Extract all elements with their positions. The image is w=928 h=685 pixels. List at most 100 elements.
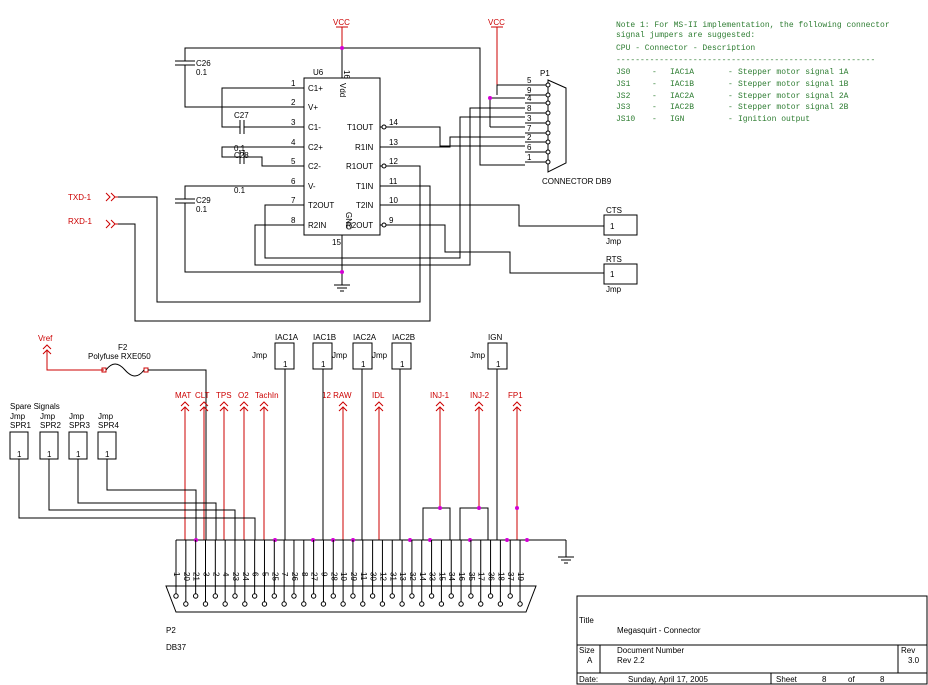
svg-text:SPR2: SPR2: [40, 421, 61, 430]
svg-text:R1OUT: R1OUT: [346, 162, 373, 171]
net-rxd: RXD-1: [68, 217, 118, 229]
db37-pin-number: 19: [516, 572, 525, 581]
svg-text:IAC2A: IAC2A: [670, 92, 694, 101]
signal-fp1: FP1: [508, 391, 523, 540]
svg-text:Jmp: Jmp: [10, 412, 26, 421]
note-row: JS3-IAC2B-Stepper motor signal 2B: [616, 103, 849, 112]
svg-text:C26: C26: [196, 59, 211, 68]
svg-text:Date:: Date:: [579, 675, 598, 684]
vcc-left-label: VCC: [333, 18, 350, 27]
ic-ref: U6: [313, 68, 324, 77]
db37-pin: 10: [339, 540, 348, 607]
svg-text:SPR1: SPR1: [10, 421, 31, 430]
db37-pin: 8: [300, 540, 309, 607]
svg-text:12: 12: [389, 157, 398, 166]
svg-text:0.1: 0.1: [196, 205, 208, 214]
jumper-iac2a: IAC2A Jmp 1: [352, 333, 388, 370]
svg-text:Stepper motor signal 1A: Stepper motor signal 1A: [738, 68, 849, 77]
u6-wiring: [118, 46, 604, 322]
svg-text:C2+: C2+: [308, 143, 323, 152]
svg-text:6: 6: [291, 177, 296, 186]
note-block: Note 1: For MS-II implementation, the fo…: [616, 21, 890, 124]
db37-pin: 17: [477, 540, 486, 607]
svg-text:0.1: 0.1: [234, 186, 246, 195]
svg-text:7: 7: [291, 196, 296, 205]
svg-text:4: 4: [291, 138, 296, 147]
svg-text:Rev: Rev: [901, 646, 915, 655]
svg-text:-: -: [652, 115, 657, 124]
svg-text:F2: F2: [118, 343, 128, 352]
svg-text:14: 14: [389, 118, 398, 127]
jumper-cts: CTS 1 Jmp: [603, 206, 638, 246]
svg-text:RXD-1: RXD-1: [68, 217, 93, 226]
svg-text:IAC2A: IAC2A: [353, 333, 377, 342]
svg-text:2: 2: [291, 98, 296, 107]
jumper-rts: RTS 1 Jmp: [603, 255, 638, 294]
db37-pin: 21: [192, 540, 201, 599]
db37-pin: 6: [251, 540, 260, 599]
svg-text:C29: C29: [196, 196, 211, 205]
db37-pin: 7: [280, 540, 289, 607]
svg-text:Jmp: Jmp: [252, 351, 268, 360]
db9-pin: 9: [525, 86, 551, 98]
svg-text:3.0: 3.0: [908, 656, 920, 665]
ic-pin15: 15: [332, 238, 341, 247]
db37-pin: 13: [398, 540, 407, 607]
svg-text:-: -: [728, 68, 733, 77]
svg-text:TachIn: TachIn: [255, 391, 279, 400]
svg-text:FP1: FP1: [508, 391, 523, 400]
ic-left-pin: 3C1-: [284, 118, 321, 132]
capacitor-c26: C26 0.1: [175, 59, 211, 77]
svg-text:CPU - Connector - Descriptio: CPU - Connector - Description: [616, 44, 755, 53]
db37-pin-number: 27: [310, 572, 319, 581]
svg-text:4: 4: [527, 94, 532, 103]
db37-pin-number: 10: [339, 572, 348, 581]
db37-pin: 26: [290, 540, 299, 599]
svg-text:1: 1: [321, 360, 326, 369]
db37-pin: 2: [211, 540, 220, 599]
svg-text:TPS: TPS: [216, 391, 232, 400]
ic-u6: U6 16 Vdd GND 15 1C1+ 2V+ 3C1- 4C2+ 5C2-…: [284, 68, 404, 247]
db37-pin: 37: [506, 540, 515, 599]
db37-pin-number: 20: [182, 572, 191, 581]
svg-text:Note 1: For MS-II implementati: Note 1: For MS-II implementation, the fo…: [616, 21, 890, 30]
svg-text:Jmp: Jmp: [470, 351, 486, 360]
db37-pin-number: 4: [221, 572, 230, 577]
svg-text:R2OUT: R2OUT: [346, 221, 373, 230]
svg-text:Title: Title: [579, 616, 594, 625]
db37-pin-number: 12: [378, 572, 387, 581]
svg-text:C1-: C1-: [308, 123, 321, 132]
db37-pin: 30: [369, 540, 378, 599]
signal-inj2: INJ-2: [470, 391, 490, 508]
svg-text:INJ-1: INJ-1: [430, 391, 450, 400]
fuse-f2: F2 Polyfuse RXE050: [88, 343, 207, 540]
svg-text:TXD-1: TXD-1: [68, 193, 92, 202]
svg-text:JS3: JS3: [616, 103, 631, 112]
svg-text:T2IN: T2IN: [356, 201, 374, 210]
svg-text:10: 10: [389, 196, 398, 205]
svg-text:V-: V-: [308, 182, 316, 191]
db37-pin: 14: [418, 540, 427, 607]
db37-pin: 18: [496, 540, 505, 607]
svg-text:Polyfuse RXE050: Polyfuse RXE050: [88, 352, 151, 361]
svg-text:-: -: [652, 92, 657, 101]
svg-text:IAC1B: IAC1B: [670, 80, 694, 89]
signal-inj1: INJ-1: [430, 391, 450, 508]
db37-pin-number: 17: [477, 572, 486, 581]
db37-pin-number: 32: [408, 572, 417, 581]
db37-pin: 16: [457, 540, 466, 607]
svg-text:of: of: [848, 675, 855, 684]
svg-text:-: -: [728, 115, 733, 124]
svg-text:Stepper motor signal 2A: Stepper motor signal 2A: [738, 92, 849, 101]
svg-text:0.1: 0.1: [196, 68, 208, 77]
db37-pin-number: 25: [270, 572, 279, 581]
svg-text:5: 5: [291, 157, 296, 166]
